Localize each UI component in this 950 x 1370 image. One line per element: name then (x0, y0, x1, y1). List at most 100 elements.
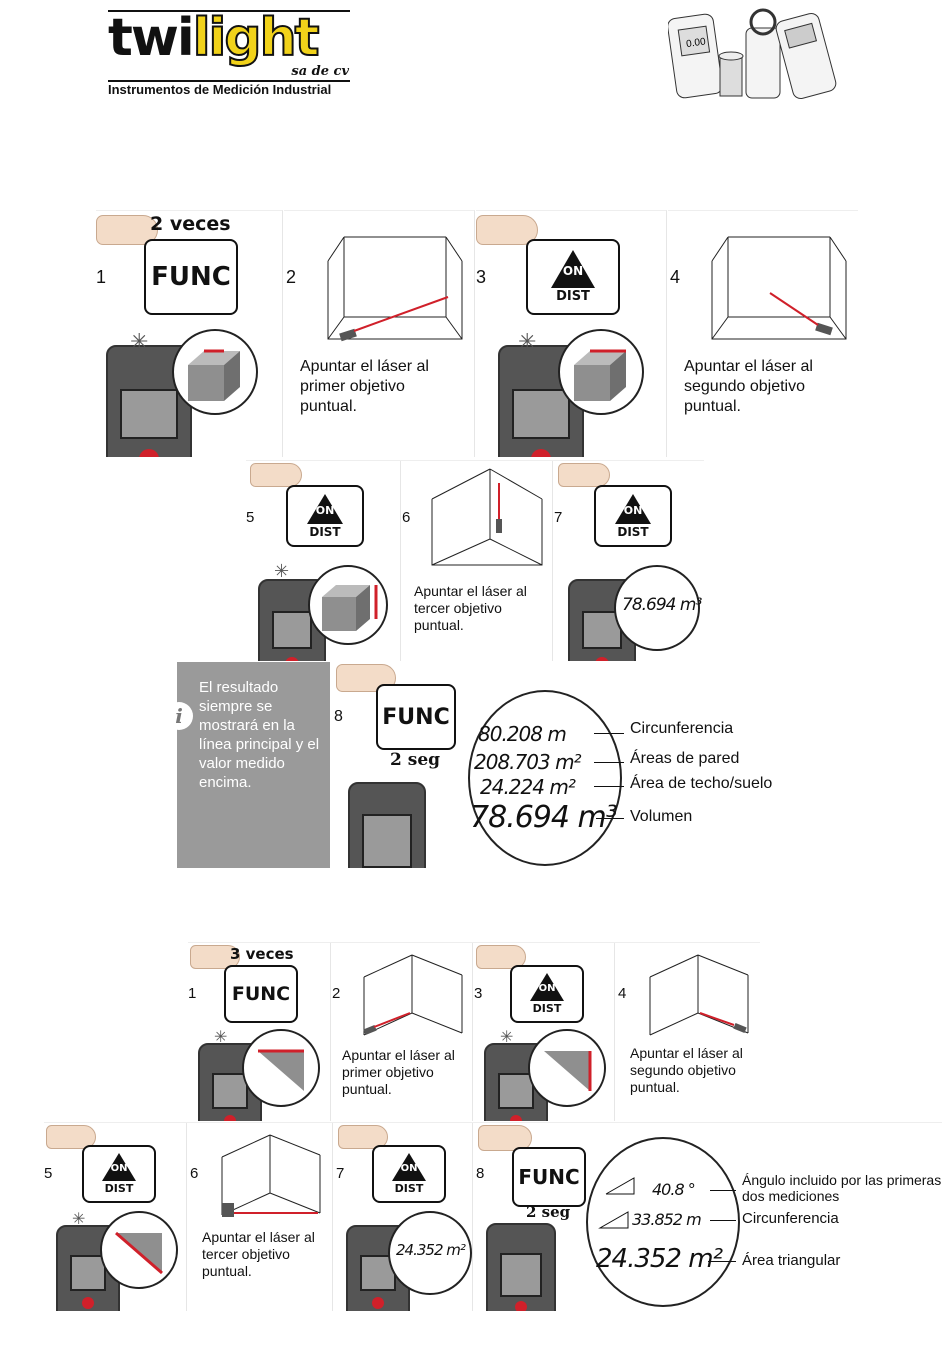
on-triangle-icon: ON (102, 1153, 136, 1181)
vol-step-3: 3 ON DIST ✳ (476, 210, 667, 457)
result-value: 33.852 m (632, 1210, 702, 1229)
hand-icon (476, 215, 538, 245)
laser-logo-icon (82, 1297, 94, 1309)
on-dist-button[interactable]: ON DIST (526, 239, 620, 315)
laser-logo-icon (515, 1301, 527, 1311)
tri-step-1: 1 3 veces FUNC ✳ (188, 942, 331, 1121)
hand-icon (558, 463, 610, 487)
zoom-bubble (242, 1029, 320, 1107)
tri-step-7: 7 ON DIST 24.352 m² (332, 1122, 473, 1311)
on-dist-button[interactable]: ON DIST (594, 485, 672, 547)
on-dist-button[interactable]: ON DIST (372, 1145, 446, 1203)
on-dist-button[interactable]: ON DIST (286, 485, 364, 547)
result-label: Ángulo incluido por las primeras dos med… (742, 1172, 942, 1204)
laser-burst-icon: ✳ (130, 329, 149, 354)
info-note: i El resultado siempre se mostrará en la… (165, 662, 330, 868)
logo-suffix: sa de cv (291, 64, 349, 79)
company-logo: twilight sa de cv Instrumentos de Medici… (108, 7, 353, 98)
func-button[interactable]: FUNC (512, 1147, 586, 1207)
zoom-bubble: 78.694 m³ (614, 565, 702, 651)
zoom-bubble (172, 329, 258, 415)
on-dist-button[interactable]: ON DIST (82, 1145, 156, 1203)
corner-illustration (363, 954, 463, 1036)
hand-icon (478, 1125, 532, 1151)
laser-logo-icon (285, 657, 299, 661)
angle-icon (605, 1177, 635, 1195)
corner-illustration (221, 1134, 321, 1217)
logo-bottom-rule (108, 80, 350, 82)
result-value: 80.208 m (478, 722, 567, 746)
device-illustration (106, 345, 192, 457)
on-triangle-icon: ON (551, 250, 595, 288)
on-triangle-icon: ON (530, 973, 564, 1001)
on-triangle-icon: ON (392, 1153, 426, 1181)
zoom-bubble (308, 565, 388, 645)
zoom-bubble (586, 1137, 740, 1307)
device-illustration (486, 1223, 556, 1311)
device-illustration (346, 1225, 410, 1311)
func-button[interactable]: FUNC (376, 684, 456, 750)
laser-logo-icon (139, 449, 159, 457)
tri-step-5: 5 ON DIST ✳ (44, 1122, 187, 1311)
logo-wordmark: twilight (108, 7, 320, 69)
hand-icon (476, 945, 526, 969)
on-dist-button[interactable]: ON DIST (510, 965, 584, 1023)
result-value: 40.8 ° (652, 1180, 696, 1199)
func-button[interactable]: FUNC (224, 965, 298, 1023)
result-value: 24.224 m² (480, 775, 576, 799)
result-label: Circunferencia (742, 1210, 839, 1227)
laser-burst-icon: ✳ (518, 329, 537, 354)
room-illustration (327, 236, 463, 342)
result-label: Área triangular (742, 1252, 841, 1269)
result-value: 208.703 m² (474, 750, 582, 774)
vol-step-7: 7 ON DIST 78.694 m³ (552, 460, 704, 661)
main-result-value: 24.352 m² (596, 1244, 723, 1274)
vol-step-8: 8 FUNC 2 seg (332, 662, 792, 868)
result-label: Áreas de pared (630, 750, 740, 767)
tri-step-3: 3 ON DIST ✳ (472, 942, 615, 1121)
room-illustration (711, 236, 847, 340)
zoom-bubble (558, 329, 644, 415)
hand-icon (250, 463, 302, 487)
func-button[interactable]: FUNC (144, 239, 238, 315)
instruments-illustration: 0.00 (668, 8, 837, 100)
logo-tagline: Instrumentos de Medición Industrial (108, 82, 332, 97)
svg-text:0.00: 0.00 (686, 36, 707, 50)
device-illustration (348, 782, 426, 868)
laser-logo-icon (224, 1115, 236, 1121)
info-icon: i (165, 702, 193, 730)
result-label: Circunferencia (630, 720, 734, 737)
laser-burst-icon: ✳ (500, 1029, 514, 1046)
on-triangle-icon: ON (615, 493, 651, 524)
logo-top-rule (108, 10, 350, 12)
corner-illustration (649, 954, 749, 1036)
room-illustration (431, 468, 543, 566)
tri-step-8: 8 FUNC 2 seg (472, 1122, 942, 1311)
main-result-value: 78.694 m³ (470, 800, 618, 835)
laser-burst-icon: ✳ (214, 1029, 228, 1046)
result-label: Área de techo/suelo (630, 775, 773, 792)
laser-logo-icon (510, 1115, 522, 1121)
triangle-icon (598, 1211, 629, 1229)
on-triangle-icon: ON (307, 493, 343, 524)
zoom-bubble: 24.352 m² (388, 1211, 472, 1295)
laser-logo-icon (372, 1297, 384, 1309)
laser-burst-icon: ✳ (274, 561, 290, 581)
laser-burst-icon: ✳ (72, 1211, 86, 1228)
zoom-bubble (528, 1029, 606, 1107)
zoom-bubble (468, 690, 622, 866)
laser-logo-icon (595, 657, 609, 661)
zoom-bubble (100, 1211, 178, 1289)
vol-step-1: 1 2 veces FUNC ✳ (96, 210, 283, 457)
